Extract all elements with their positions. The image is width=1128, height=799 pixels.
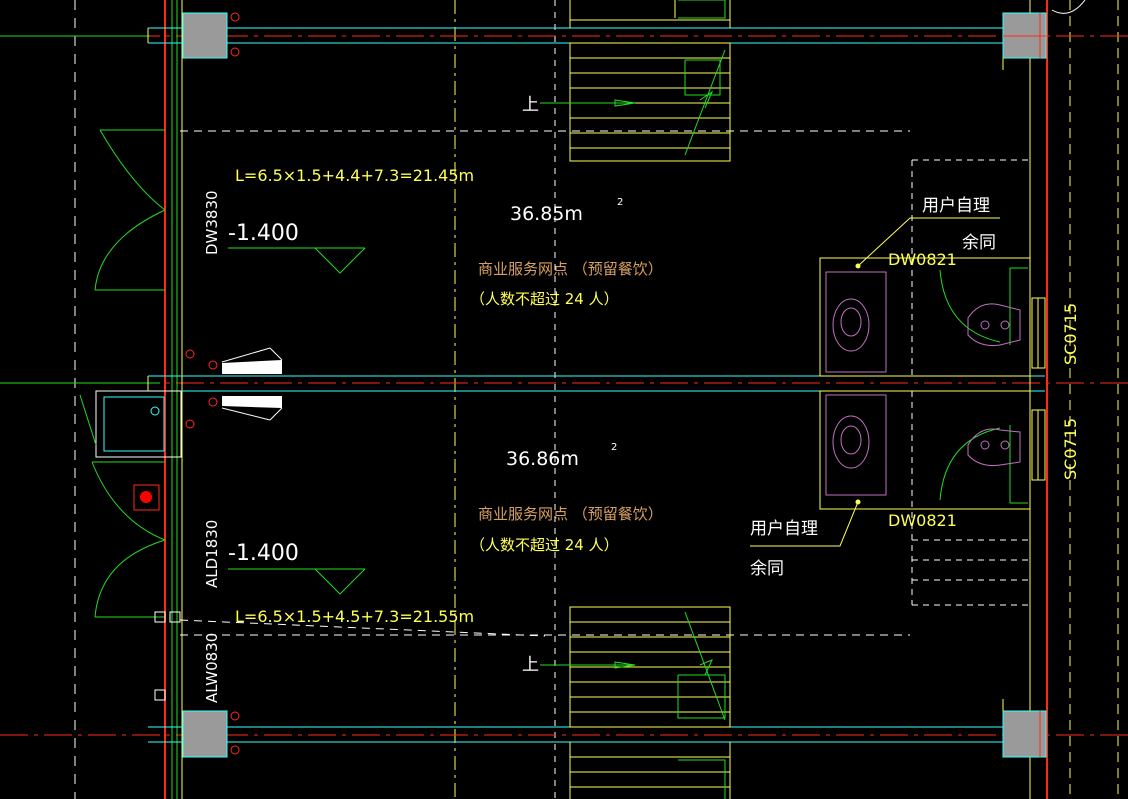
- upper-toilet-window: DW0821: [888, 250, 957, 269]
- upper-stair-up: 上: [522, 95, 539, 115]
- walls: [147, 0, 1086, 799]
- lower-unit-labels: 36.86m 2 商业服务网点 （预留餐饮） （人数不超过 24 人） -1.4…: [203, 418, 1080, 703]
- upper-side-window: SC0715: [1061, 303, 1080, 365]
- lower-door-tag: ALD1830: [203, 520, 221, 588]
- upper-note-line1: 用户自理: [922, 196, 990, 216]
- upper-area-sup: 2: [617, 197, 623, 208]
- lower-use-label: 商业服务网点 （预留餐饮）: [478, 505, 663, 523]
- upper-area: 36.85m: [510, 203, 583, 225]
- lower-toilet-window: DW0821: [888, 511, 957, 530]
- elevation-markers: [228, 247, 366, 595]
- lower-elevation: -1.400: [228, 541, 299, 566]
- lower-side-window: SC0715: [1061, 418, 1080, 480]
- stair-lower: [540, 606, 731, 799]
- upper-window-tag: DW3830: [203, 190, 221, 255]
- door-leaf-fixtures: [221, 347, 283, 421]
- upper-use-label: 商业服务网点 （预留餐饮）: [478, 260, 663, 278]
- alarm-marker-icon: [133, 484, 160, 511]
- lower-area-sup: 2: [611, 442, 617, 453]
- lower-length-formula: L=6.5×1.5+4.5+7.3=21.55m: [235, 607, 474, 626]
- entrance-doors: [79, 129, 182, 701]
- lower-window-tag: ALW0830: [203, 633, 221, 703]
- upper-occupancy: （人数不超过 24 人）: [470, 290, 619, 308]
- lower-area: 36.86m: [506, 448, 579, 470]
- lower-stair-up: 上: [522, 655, 539, 675]
- upper-elevation: -1.400: [228, 221, 299, 246]
- lower-note-line2: 余同: [750, 559, 784, 579]
- upper-unit-labels: L=6.5×1.5+4.4+7.3=21.45m 36.85m 2 -1.400…: [203, 95, 1080, 365]
- stair-upper: [540, 0, 731, 162]
- toilet-area: [819, 159, 1046, 606]
- upper-note-line2: 余同: [962, 233, 996, 253]
- upper-length-formula: L=6.5×1.5+4.4+7.3=21.45m: [235, 166, 474, 185]
- lower-note-line1: 用户自理: [750, 519, 818, 539]
- lower-occupancy: （人数不超过 24 人）: [470, 536, 619, 554]
- leader-lines: [750, 217, 1000, 547]
